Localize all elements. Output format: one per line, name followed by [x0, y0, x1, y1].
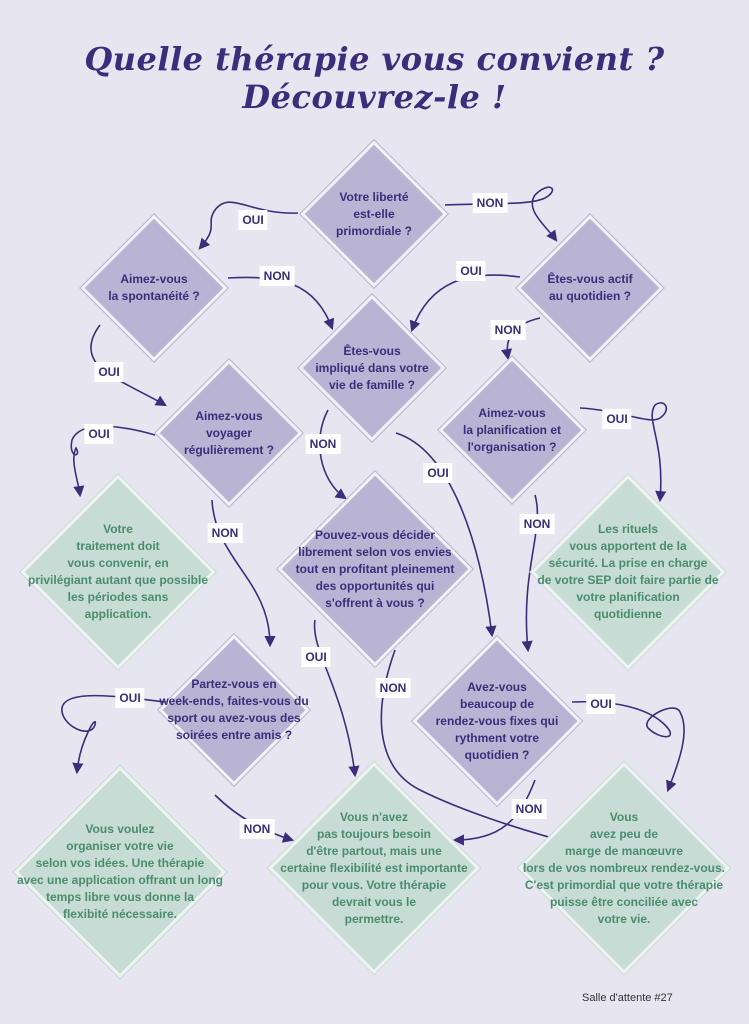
question-actif: Êtes-vous actif au quotidien ? [515, 213, 665, 363]
label-q8-non: NON [239, 819, 275, 839]
page-title: Quelle thérapie vous convient ? Découvre… [84, 40, 665, 116]
question-famille: Êtes-vous impliqué dans votre vie de fam… [297, 293, 447, 443]
question-decider: Pouvez-vous décider librement selon vos … [276, 470, 474, 668]
label-q4-oui: OUI [423, 463, 453, 483]
answer-marge-manoeuvre: Vous avez peu de marge de manœuvre lors … [516, 760, 732, 976]
arrow-q9-non [452, 779, 536, 846]
label-q6-oui: OUI [602, 409, 632, 429]
answer-periodes-sans-application: Votre traitement doit vous convenir, en … [19, 473, 217, 671]
question-planification: Aimez-vous la planification et l'organis… [437, 355, 587, 505]
question-liberte: Votre liberté est-elle primordiale ? [299, 139, 449, 289]
question-spontaneite: Aimez-vous la spontanéité ? [79, 213, 229, 363]
label-q5-non: NON [207, 523, 243, 543]
answer-organiser-vie: Vous voulez organiser votre vie selon vo… [12, 764, 228, 980]
answer-rituels: Les rituels vous apportent de la sécurit… [529, 473, 727, 671]
label-q3-oui: OUI [456, 261, 486, 281]
label-q7-oui: OUI [301, 647, 331, 667]
label-q9-non: NON [511, 799, 547, 819]
label-q9-oui: OUI [586, 694, 616, 714]
label-q7-non: NON [375, 678, 411, 698]
arrow-q5-non [211, 499, 276, 648]
label-q6-non: NON [519, 514, 555, 534]
question-weekends: Partez-vous en week-ends, faites-vous du… [156, 632, 312, 788]
label-q2-non: NON [259, 266, 295, 286]
arrow-q6-non [521, 494, 539, 653]
label-q8-oui: OUI [115, 688, 145, 708]
label-q2-oui: OUI [94, 362, 124, 382]
label-q1-non: NON [472, 193, 508, 213]
arrow-q4-non [318, 409, 347, 500]
arrow-q7-oui [313, 619, 360, 778]
label-q3-non: NON [490, 320, 526, 340]
arrow-q9-oui [571, 700, 685, 793]
answer-flexibilite: Vous n'avez pas toujours besoin d'être p… [266, 760, 482, 976]
arrow-q7-non [380, 649, 581, 849]
arrow-q3-oui [409, 274, 521, 333]
label-q4-non: NON [305, 434, 341, 454]
question-voyager: Aimez-vous voyager régulièrement ? [154, 358, 304, 508]
label-q1-oui: OUI [238, 210, 268, 230]
label-q5-oui: OUI [84, 424, 114, 444]
arrow-q8-oui [61, 694, 166, 775]
arrow-q4-oui [395, 432, 497, 638]
footer-issue: Salle d'attente #27 [582, 992, 673, 1004]
question-rendez-vous: Avez-vous beaucoup de rendez-vous fixes … [410, 634, 584, 808]
